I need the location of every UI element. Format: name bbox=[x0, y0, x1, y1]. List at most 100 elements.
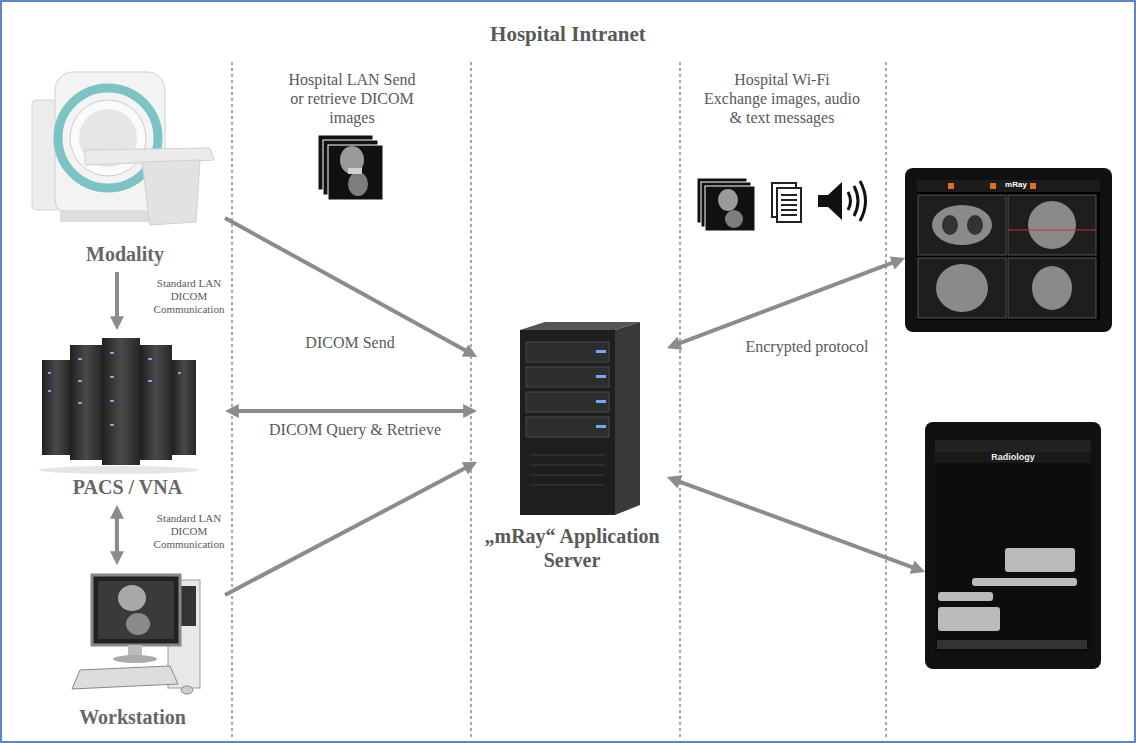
document-icon bbox=[781, 209, 797, 211]
server-tower bbox=[596, 350, 606, 428]
document-icon bbox=[781, 214, 797, 216]
workstation-computer bbox=[126, 613, 150, 635]
image-stack bbox=[328, 145, 383, 200]
pacs-servers bbox=[110, 400, 114, 402]
tablet-chat bbox=[937, 640, 1087, 649]
node-label: „mRay“ Application Server bbox=[477, 524, 667, 572]
edge-label: DICOM Query & Retrieve bbox=[260, 420, 450, 439]
node-label: Radiology bbox=[925, 452, 1101, 462]
workstation-computer bbox=[72, 575, 200, 694]
tablet-viewer bbox=[905, 168, 1112, 332]
pacs-servers bbox=[70, 345, 102, 460]
tablet-device: mRay bbox=[905, 168, 1112, 332]
image-stack bbox=[340, 146, 364, 174]
speaker-icon bbox=[854, 186, 858, 216]
tablet-viewer bbox=[918, 195, 1006, 255]
server-tower bbox=[596, 400, 606, 403]
column-heading: Hospital Wi-Fi Exchange images, audio & … bbox=[702, 70, 862, 128]
pacs-servers bbox=[148, 358, 152, 360]
tablet-viewer bbox=[918, 195, 1096, 318]
speaker-icon bbox=[848, 192, 851, 210]
pacs-servers bbox=[110, 424, 114, 426]
tablet-chat bbox=[938, 548, 1077, 631]
edge-label: Standard LAN DICOM Communication bbox=[148, 277, 230, 317]
tablet-chat bbox=[925, 422, 1101, 669]
tablet-viewer bbox=[1028, 201, 1076, 249]
document-icon bbox=[781, 199, 797, 201]
tablet-viewer bbox=[917, 180, 1100, 320]
tablet-viewer bbox=[1008, 258, 1096, 318]
connector-arrow bbox=[225, 467, 467, 595]
edge-label: Encrypted protocol bbox=[722, 337, 892, 356]
server-tower bbox=[526, 367, 609, 387]
column-divider bbox=[232, 62, 233, 739]
image-stack bbox=[318, 135, 383, 200]
image-stack bbox=[705, 186, 755, 231]
node-label: mRay bbox=[920, 180, 1112, 190]
document-icon bbox=[777, 188, 801, 222]
tablet-viewer bbox=[967, 215, 983, 235]
column-divider bbox=[471, 62, 472, 739]
connector-arrow bbox=[677, 262, 894, 344]
document-icon bbox=[781, 194, 797, 196]
connector-arrow bbox=[115, 516, 119, 554]
tablet-viewer bbox=[990, 183, 996, 189]
workstation-computer bbox=[181, 686, 193, 694]
tablet-viewer bbox=[948, 183, 954, 189]
server-tower bbox=[520, 322, 640, 515]
column-divider bbox=[232, 62, 886, 739]
workstation-device: Workstation bbox=[40, 565, 225, 735]
column-heading: Hospital LAN Send or retrieve DICOM imag… bbox=[288, 70, 416, 128]
pacs-servers bbox=[172, 360, 196, 455]
tablet-viewer bbox=[905, 168, 1112, 332]
pacs-servers bbox=[48, 352, 181, 426]
tablet-viewer bbox=[1030, 183, 1036, 189]
tablet-viewer bbox=[918, 258, 1006, 318]
connector-arrow bbox=[677, 481, 914, 568]
pacs-servers bbox=[148, 380, 152, 382]
tablet-viewer bbox=[932, 205, 992, 245]
server-tower bbox=[526, 342, 609, 362]
ct-scanner bbox=[60, 210, 160, 222]
workstation-computer bbox=[118, 585, 146, 611]
server-tower bbox=[526, 417, 609, 437]
tablet-chat bbox=[925, 422, 1101, 669]
tablet-viewer bbox=[1008, 195, 1096, 255]
server-tower bbox=[615, 322, 640, 515]
pacs-servers bbox=[110, 352, 114, 354]
edge-label: Standard LAN DICOM Communication bbox=[148, 512, 230, 552]
modality-device: Modality bbox=[25, 60, 225, 272]
document-icon bbox=[781, 204, 797, 206]
pacs-servers bbox=[178, 372, 181, 374]
tablet-chat bbox=[935, 440, 1091, 652]
server-tower bbox=[530, 455, 605, 456]
server-tower bbox=[530, 455, 605, 485]
image-stack bbox=[348, 168, 362, 174]
pacs-servers bbox=[48, 372, 51, 374]
tablet-viewer bbox=[932, 201, 1076, 312]
pacs-servers bbox=[78, 380, 82, 382]
tablet-viewer bbox=[942, 215, 983, 235]
node-label: Workstation bbox=[79, 705, 186, 729]
tablet-chat bbox=[938, 592, 993, 601]
speaker-icon bbox=[860, 181, 866, 221]
tablet-chat bbox=[938, 607, 1000, 631]
server-tower bbox=[530, 485, 605, 486]
server-tower bbox=[526, 342, 609, 437]
node-label: PACS / VNA bbox=[73, 475, 182, 499]
pacs-servers bbox=[42, 360, 70, 455]
pacs-servers bbox=[110, 376, 114, 378]
workstation-computer bbox=[98, 581, 174, 639]
workstation-computer bbox=[113, 655, 157, 663]
server-tower bbox=[530, 475, 605, 476]
column-divider bbox=[680, 62, 681, 739]
edge-label: DICOM Send bbox=[290, 333, 410, 352]
pacs-servers bbox=[140, 345, 172, 460]
pacs-servers bbox=[78, 402, 82, 404]
server-tower bbox=[526, 392, 609, 412]
tablet-viewer bbox=[942, 215, 958, 235]
server-tower bbox=[530, 465, 605, 466]
server-tower bbox=[596, 425, 606, 428]
